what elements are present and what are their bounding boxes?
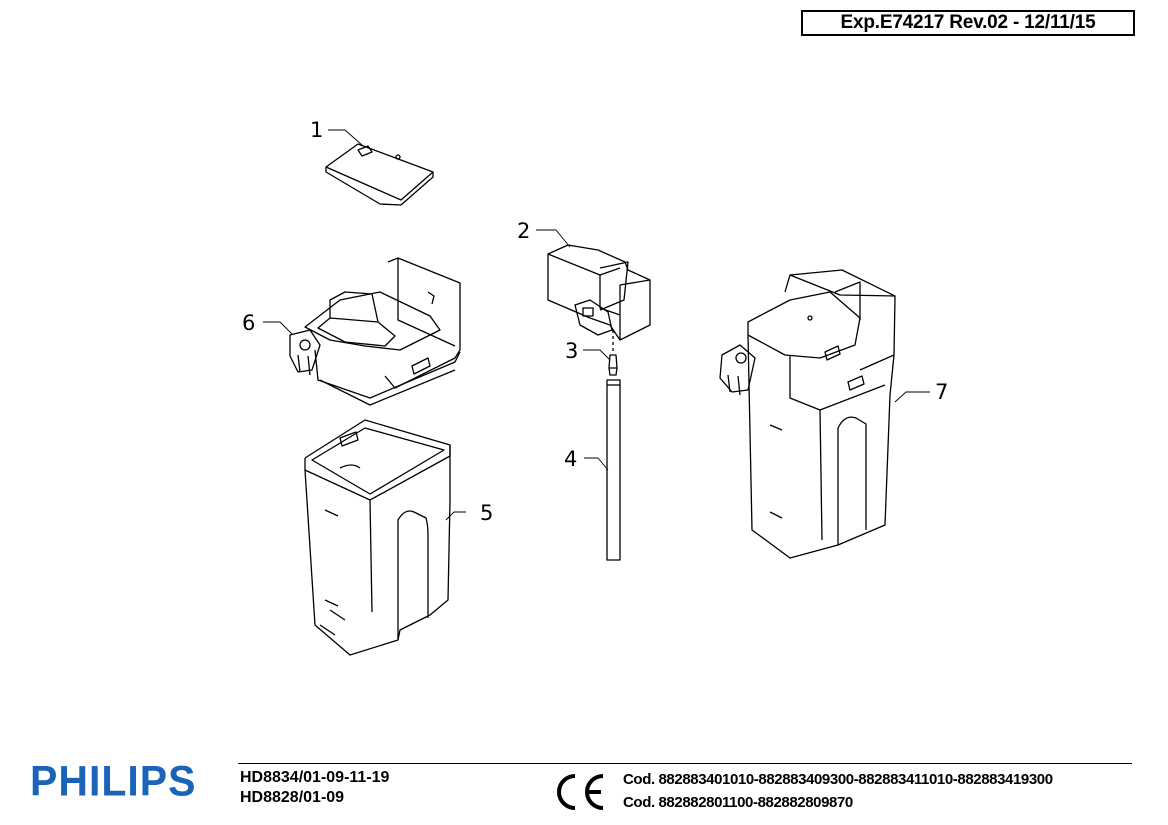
callout-4: 4 xyxy=(564,447,577,471)
document-reference: Exp.E74217 Rev.02 - 12/11/15 xyxy=(801,10,1135,36)
part-5-tank xyxy=(304,419,451,656)
callout-2: 2 xyxy=(517,219,530,243)
product-codes: Cod. 882883401010-882883409300-882883411… xyxy=(623,768,1053,814)
callout-3: 3 xyxy=(565,339,578,363)
footer-divider xyxy=(238,763,1132,764)
ce-mark-icon xyxy=(557,774,604,810)
callout-7: 7 xyxy=(935,380,948,404)
part-1-lid xyxy=(325,143,434,206)
part-7-assembled-unit xyxy=(719,269,896,559)
part-3-connector xyxy=(608,330,618,376)
model-list: HD8834/01-09-11-19 HD8828/01-09 xyxy=(240,768,389,808)
philips-logo: PHILIPS xyxy=(30,756,197,806)
code-line-2: Cod. 882882801100-882882809870 xyxy=(623,794,853,811)
part-4-tube xyxy=(606,379,621,561)
callout-5: 5 xyxy=(480,501,493,525)
code-line-1: Cod. 882883401010-882883409300-882883411… xyxy=(623,771,1053,788)
part-2-float-chamber xyxy=(547,244,651,341)
callout-6: 6 xyxy=(242,311,255,335)
model-line-2: HD8828/01-09 xyxy=(240,789,345,806)
model-line-1: HD8834/01-09-11-19 xyxy=(240,769,390,786)
part-6-top-housing xyxy=(289,257,461,406)
leader-lines xyxy=(263,129,930,521)
callout-1: 1 xyxy=(310,118,323,142)
